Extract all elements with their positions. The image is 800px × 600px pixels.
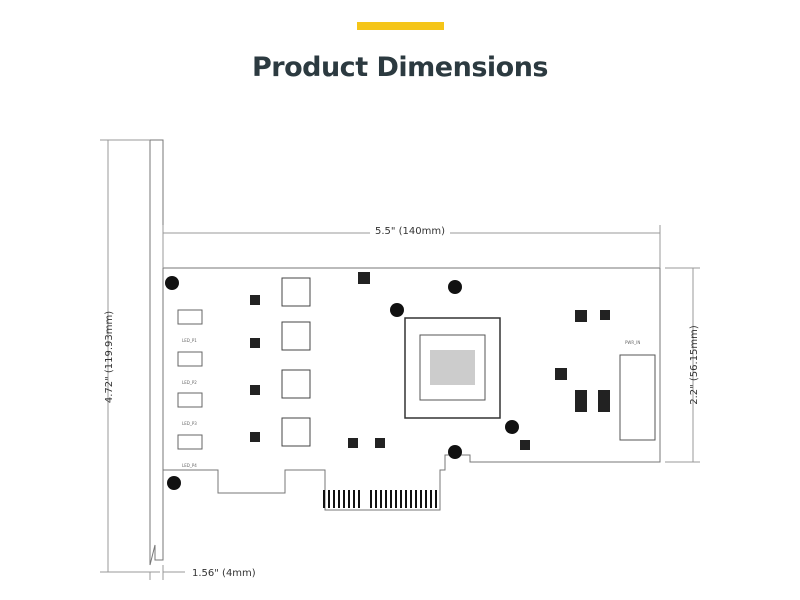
port-label: LED_P1 — [182, 338, 197, 343]
board-outline — [163, 267, 661, 511]
mount-hole — [448, 280, 462, 294]
height-right-label: 2.2" (56.15mm) — [689, 325, 700, 405]
mount-hole — [390, 303, 404, 317]
mount-hole — [165, 276, 179, 290]
port-label: LED_P4 — [182, 463, 197, 468]
phy-chips — [281, 277, 311, 447]
width-label: 5.5" (140mm) — [375, 226, 445, 237]
accent-bar — [357, 22, 444, 30]
port-label: LED_P3 — [182, 421, 197, 426]
bracket-outline — [149, 139, 164, 566]
mount-hole — [448, 445, 462, 459]
bracket-label: 1.56" (4mm) — [192, 568, 256, 579]
page-title: Product Dimensions — [251, 52, 549, 83]
port-label: LED_P2 — [182, 380, 197, 385]
port-modules: LED_P1 LED_P2 LED_P3 LED_P4 — [177, 309, 203, 468]
mount-hole — [505, 420, 519, 434]
components — [250, 272, 610, 450]
height-right-dimension-line — [665, 267, 700, 463]
chip-label: PWR_IN — [625, 340, 640, 345]
bracket-dimension-line — [149, 565, 185, 580]
power-connector — [619, 354, 656, 441]
height-left-label: 4.72" (119.93mm) — [104, 311, 115, 403]
mount-hole — [167, 476, 181, 490]
edge-connector-pins — [323, 490, 437, 508]
